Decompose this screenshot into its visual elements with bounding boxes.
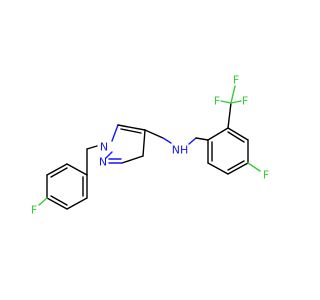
cf3-fluorine-b: F: [242, 95, 248, 108]
fluorophenyl-ring-left: [46, 163, 88, 210]
pyrazole-nitrogen-1: N: [100, 141, 108, 154]
fluorine-atom-right: F: [263, 169, 269, 182]
bond-c-f-b: [230, 100, 242, 104]
trifluoromethyl-fluorophenyl-ring: [207, 127, 249, 175]
bond-c-f-c: [230, 85, 236, 104]
bond-ch2-ring-right: [195, 137, 209, 141]
bond-c-f-left: [38, 197, 48, 206]
bond-c-f-a: [220, 100, 232, 104]
pyrazole-nitrogen-2: N: [99, 156, 107, 169]
bond-ch2-n1: [86, 145, 98, 150]
bond-ch2-nh: [162, 137, 172, 144]
bond-pyrazole-ch2: [144, 129, 164, 139]
molecule-drawing: F N N NH F F F F: [31, 74, 269, 217]
amine-nh: NH: [172, 144, 189, 157]
structure-canvas: F N N NH F F F F: [30, 73, 270, 217]
bond-c-f-right: [247, 162, 261, 172]
cf3-fluorine-a: F: [214, 95, 220, 108]
fluorine-atom-left: F: [31, 204, 37, 217]
cf3-fluorine-c: F: [233, 74, 239, 87]
bond-ring-cf3: [227, 102, 232, 129]
pyrazole-ring: [105, 124, 146, 164]
bond-nh-ch2: [188, 137, 197, 145]
